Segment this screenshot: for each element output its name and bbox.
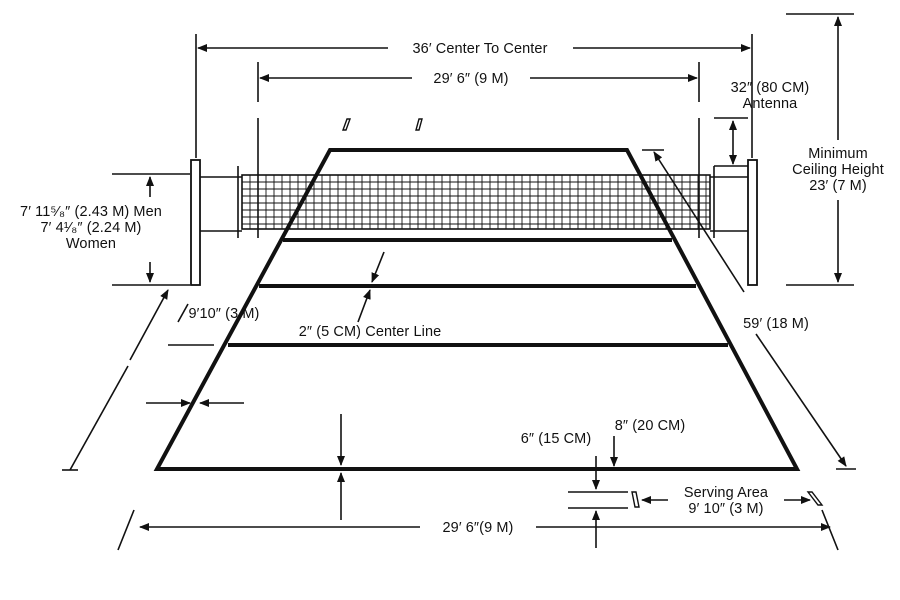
net (200, 166, 750, 238)
near-serving-mark-left (631, 491, 640, 508)
service-gap-label: 6″ (15 CM) (521, 431, 592, 447)
serving-area-label-1: Serving Area (684, 485, 769, 501)
dim-end-line-width: 8″ (20 CM) (610, 418, 686, 467)
dim-court-length: 59′ (18 M) (642, 149, 856, 470)
net-height-women-label-2: Women (66, 236, 116, 252)
antenna-size-label: 32″ (80 CM) (731, 80, 810, 96)
ceiling-label-2: Ceiling Height (792, 162, 884, 178)
net-height-women-label-1: 7′ 4¹⁄₈″ (2.24 M) (41, 220, 142, 236)
left-diagonal-dim (69, 365, 129, 471)
court-outline (153, 148, 801, 471)
ceiling-label-3: 23′ (7 M) (809, 178, 867, 194)
court-length-label: 59′ (18 M) (743, 316, 809, 332)
court-width-label: 29′ 6″(9 M) (442, 520, 513, 536)
end-line-width-label: 8″ (20 CM) (615, 418, 686, 434)
net-width-label: 29′ 6″ (9 M) (433, 71, 508, 87)
dim-antenna: 32″ (80 CM) Antenna (714, 80, 810, 167)
dim-center-line: 2″ (5 CM) Center Line (299, 251, 442, 340)
left-post (190, 159, 201, 286)
dim-serving-area: Serving Area 9′ 10″ (3 M) (641, 485, 811, 517)
dim-ceiling-height: Minimum Ceiling Height 23′ (7 M) (786, 13, 884, 286)
net-mesh (242, 175, 710, 229)
dim-net-width: 29′ 6″ (9 M) (257, 62, 700, 102)
attack-line-label: 9′10″ (3 M) (188, 306, 259, 322)
dim-court-width: 29′ 6″(9 M) (117, 509, 839, 551)
antenna-label: Antenna (743, 96, 799, 112)
far-serving-mark-left (342, 118, 351, 131)
center-line-label: 2″ (5 CM) Center Line (299, 324, 442, 340)
far-serving-mark-right (415, 118, 423, 131)
dim-attack-line: 9′10″ (3 M) (129, 289, 259, 361)
dim-service-gap: 6″ (15 CM) (521, 431, 628, 548)
right-post (747, 159, 758, 286)
serving-area-label-2: 9′ 10″ (3 M) (688, 501, 763, 517)
near-serving-mark-right (806, 491, 824, 506)
ceiling-label-1: Minimum (808, 146, 868, 162)
dim-center-to-center: 36′ Center To Center (195, 34, 753, 158)
net-height-men-label: 7′ 11⁵⁄₈″ (2.43 M) Men (20, 204, 162, 220)
dim-net-height: 7′ 11⁵⁄₈″ (2.43 M) Men 7′ 4¹⁄₈″ (2.24 M)… (20, 173, 190, 286)
center-to-center-label: 36′ Center To Center (412, 41, 547, 57)
